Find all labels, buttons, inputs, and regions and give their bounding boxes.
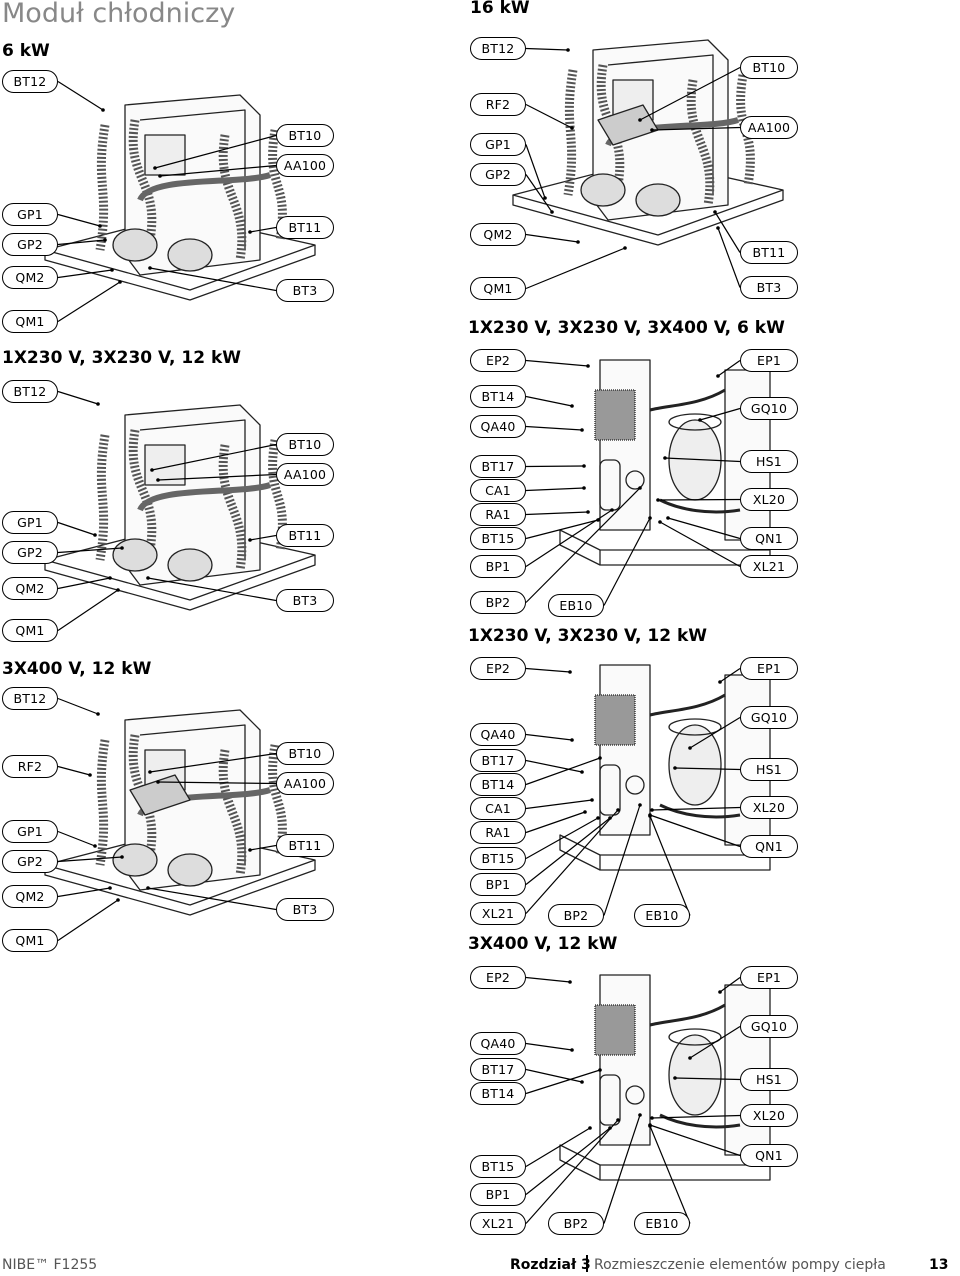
component-label-qm1: QM1 <box>470 277 526 300</box>
component-label-gp1: GP1 <box>2 203 58 226</box>
component-label-bt17: BT17 <box>470 1058 526 1081</box>
component-label-gp2: GP2 <box>2 850 58 873</box>
component-label-gp2: GP2 <box>2 541 58 564</box>
component-label-ca1: CA1 <box>470 797 526 820</box>
component-label-bp2: BP2 <box>548 904 604 927</box>
brand-name: NIBE™ F1255 <box>2 1257 98 1273</box>
component-label-bt14: BT14 <box>470 1082 526 1105</box>
page-footer: NIBE™ F1255 Rozdział 3 Rozmieszczenie el… <box>0 1250 960 1276</box>
component-label-qm2: QM2 <box>470 223 526 246</box>
component-label-eb10: EB10 <box>634 1212 690 1235</box>
component-label-xl21: XL21 <box>470 1212 526 1235</box>
component-label-xl20: XL20 <box>740 488 798 511</box>
section-title-3x400-12kw: 3X400 V, 12 kW <box>2 659 152 679</box>
component-label-rf2: RF2 <box>2 755 58 778</box>
component-label-xl21: XL21 <box>740 555 798 578</box>
component-label-gp2: GP2 <box>470 163 526 186</box>
component-label-bt10: BT10 <box>276 742 334 765</box>
component-label-gq10: GQ10 <box>740 706 798 729</box>
component-label-bt3: BT3 <box>276 279 334 302</box>
component-label-ep2: EP2 <box>470 966 526 989</box>
page-title: Moduł chłodniczy <box>2 0 236 29</box>
component-label-bt11: BT11 <box>276 834 334 857</box>
component-label-ra1: RA1 <box>470 503 526 526</box>
component-label-gq10: GQ10 <box>740 1015 798 1038</box>
component-label-gp1: GP1 <box>470 133 526 156</box>
component-label-bt11: BT11 <box>740 241 798 264</box>
component-label-qm2: QM2 <box>2 577 58 600</box>
component-label-ca1: CA1 <box>470 479 526 502</box>
component-label-bp2: BP2 <box>548 1212 604 1235</box>
component-label-bt11: BT11 <box>276 524 334 547</box>
footer-divider <box>586 1255 588 1272</box>
component-label-qm1: QM1 <box>2 310 58 333</box>
component-label-gq10: GQ10 <box>740 397 798 420</box>
component-label-gp2: GP2 <box>2 233 58 256</box>
component-label-ep2: EP2 <box>470 657 526 680</box>
component-label-rf2: RF2 <box>470 93 526 116</box>
component-label-aa100: AA100 <box>740 116 798 139</box>
section-title-12kw-compressor: 1X230 V, 3X230 V, 12 kW <box>468 626 707 646</box>
component-label-bt17: BT17 <box>470 749 526 772</box>
component-label-bt12: BT12 <box>2 687 58 710</box>
component-label-aa100: AA100 <box>276 154 334 177</box>
component-label-ep1: EP1 <box>740 657 798 680</box>
component-label-bt10: BT10 <box>740 56 798 79</box>
component-label-qn1: QN1 <box>740 1144 798 1167</box>
component-label-aa100: AA100 <box>276 772 334 795</box>
component-label-bp1: BP1 <box>470 873 526 896</box>
component-label-bt15: BT15 <box>470 1155 526 1178</box>
component-label-xl20: XL20 <box>740 796 798 819</box>
component-label-bp1: BP1 <box>470 1183 526 1206</box>
component-label-qm2: QM2 <box>2 885 58 908</box>
component-label-bt12: BT12 <box>470 37 526 60</box>
component-label-qn1: QN1 <box>740 835 798 858</box>
component-label-hs1: HS1 <box>740 758 798 781</box>
component-label-qm2: QM2 <box>2 266 58 289</box>
component-label-qa40: QA40 <box>470 415 526 438</box>
component-label-qn1: QN1 <box>740 527 798 550</box>
component-label-bt11: BT11 <box>276 216 334 239</box>
component-label-qa40: QA40 <box>470 723 526 746</box>
component-label-xl20: XL20 <box>740 1104 798 1127</box>
component-label-xl21: XL21 <box>470 902 526 925</box>
component-label-bt15: BT15 <box>470 527 526 550</box>
component-label-bt3: BT3 <box>276 898 334 921</box>
chapter-number: Rozdział 3 <box>510 1257 591 1273</box>
component-label-bt17: BT17 <box>470 455 526 478</box>
component-label-bt3: BT3 <box>276 589 334 612</box>
section-title-1x230-12kw: 1X230 V, 3X230 V, 12 kW <box>2 348 241 368</box>
component-label-bt14: BT14 <box>470 385 526 408</box>
component-label-bp1: BP1 <box>470 555 526 578</box>
section-title-3x400-compressor: 3X400 V, 12 kW <box>468 934 618 954</box>
component-label-bt10: BT10 <box>276 433 334 456</box>
component-label-gp1: GP1 <box>2 820 58 843</box>
component-label-qm1: QM1 <box>2 929 58 952</box>
component-label-hs1: HS1 <box>740 1068 798 1091</box>
chapter-name: Rozmieszczenie elementów pompy ciepła <box>594 1257 886 1273</box>
component-label-qm1: QM1 <box>2 619 58 642</box>
component-label-bt10: BT10 <box>276 124 334 147</box>
component-label-bt3: BT3 <box>740 276 798 299</box>
section-title-6kw: 6 kW <box>2 41 50 61</box>
component-label-bt14: BT14 <box>470 773 526 796</box>
component-label-aa100: AA100 <box>276 463 334 486</box>
component-label-bt15: BT15 <box>470 847 526 870</box>
component-label-ep1: EP1 <box>740 349 798 372</box>
page-number: 13 <box>929 1257 949 1273</box>
component-label-bt12: BT12 <box>2 380 58 403</box>
component-label-bt12: BT12 <box>2 70 58 93</box>
section-title-16kw: 16 kW <box>470 0 530 18</box>
component-label-qa40: QA40 <box>470 1032 526 1055</box>
component-label-bp2: BP2 <box>470 591 526 614</box>
component-label-ra1: RA1 <box>470 821 526 844</box>
component-label-eb10: EB10 <box>548 594 604 617</box>
component-label-ep2: EP2 <box>470 349 526 372</box>
component-label-ep1: EP1 <box>740 966 798 989</box>
component-label-eb10: EB10 <box>634 904 690 927</box>
section-title-6kw-compressor: 1X230 V, 3X230 V, 3X400 V, 6 kW <box>468 318 785 338</box>
component-label-gp1: GP1 <box>2 511 58 534</box>
component-label-hs1: HS1 <box>740 450 798 473</box>
